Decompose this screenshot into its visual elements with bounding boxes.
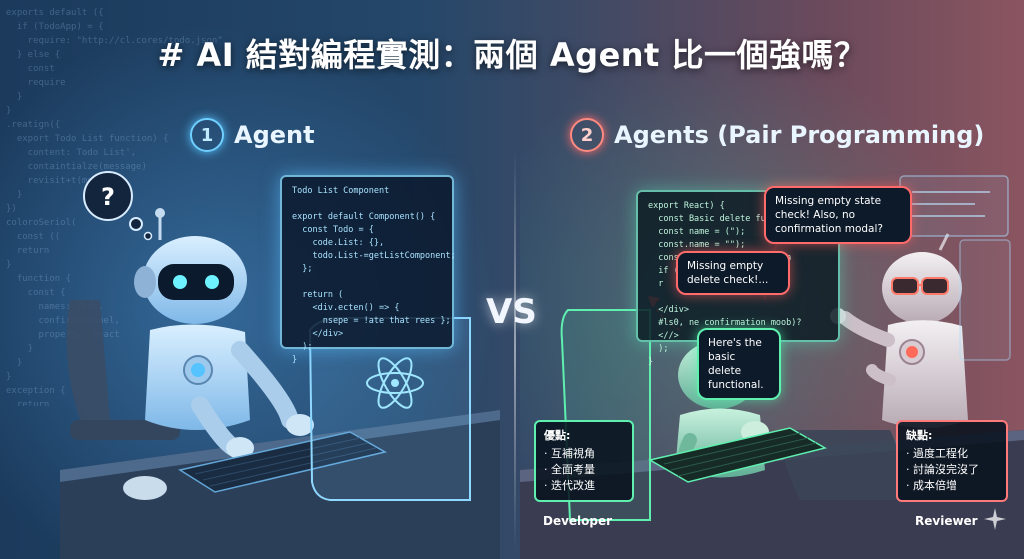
svg-text:?: ? [101, 183, 115, 211]
hologram-panel-top [899, 175, 1009, 237]
pros-item: · 全面考量 [544, 463, 595, 476]
cons-box: 缺點: · 過度工程化 · 討論沒完沒了 · 成本倍增 [896, 420, 1008, 502]
pros-item: · 迭代改進 [544, 479, 595, 492]
cons-header: 缺點: [906, 429, 933, 442]
developer-speech-bubble-1: Missing empty delete check!... [676, 251, 790, 295]
page-title: # AI 結對編程實測：兩個 Agent 比一個強嗎？ [157, 36, 867, 74]
number-badge-1: 1 [190, 118, 224, 152]
pros-header: 優點: [544, 429, 571, 442]
thought-bubble-icon: ? [83, 171, 153, 241]
sparkle-icon [984, 508, 1006, 530]
developer-speech-bubble-2: Here's the basic delete functional. [697, 328, 781, 400]
section-heading-agent: Agent [234, 121, 315, 149]
pros-box: 優點: · 互補視角 · 全面考量 · 迭代改進 [534, 420, 634, 502]
cons-item: · 過度工程化 [906, 447, 968, 460]
hologram-panel-side [959, 239, 1011, 361]
react-logo-icon [366, 357, 424, 409]
reviewer-speech-bubble: Missing empty state check! Also, no conf… [764, 186, 912, 244]
developer-label: Developer [543, 514, 613, 528]
section-header-single-agent: 1 Agent [190, 118, 315, 152]
cons-item: · 討論沒完沒了 [906, 463, 979, 476]
vs-label: VS [486, 292, 537, 332]
single-agent-robot [134, 208, 314, 459]
pros-item: · 互補視角 [544, 447, 595, 460]
section-heading-pair: Agents (Pair Programming) [614, 121, 985, 149]
reviewer-label: Reviewer [915, 514, 978, 528]
cons-item: · 成本倍增 [906, 479, 957, 492]
center-divider [514, 150, 516, 550]
left-code-text: Todo List Component export default Compo… [292, 186, 456, 365]
number-badge-2: 2 [570, 118, 604, 152]
left-code-screen: Todo List Component export default Compo… [280, 175, 456, 365]
reviewer-robot [830, 233, 968, 428]
background-code: exports default ({ if (TodoApp) = { requ… [6, 8, 223, 406]
section-header-pair-agents: 2 Agents (Pair Programming) [570, 118, 984, 152]
keyboard-right [647, 427, 827, 483]
mouse-left [123, 476, 167, 500]
